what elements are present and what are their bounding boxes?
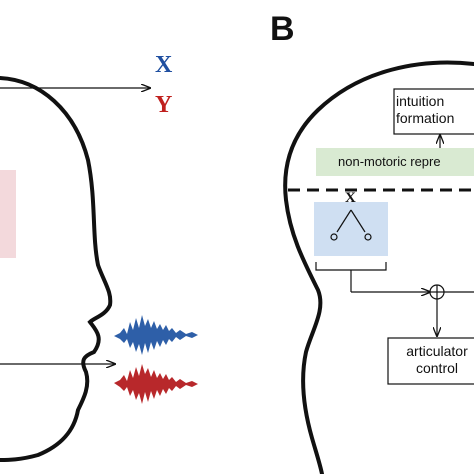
sum-junction	[429, 284, 445, 300]
intuition-line2: formation	[396, 110, 455, 126]
articulatory-line1: articulator	[406, 343, 468, 359]
tree-bracket	[315, 262, 387, 292]
pink-region-box	[0, 170, 16, 258]
tree-root-label: X	[345, 190, 356, 206]
head-silhouette-b	[283, 60, 474, 474]
articulatory-box-text: articulator control	[392, 343, 474, 377]
intuition-formation-box	[393, 88, 474, 135]
x-label: X	[155, 52, 173, 78]
non-motoric-band	[316, 148, 474, 176]
intuition-box-text: intuition formation	[396, 93, 474, 127]
articulatory-control-box	[387, 337, 474, 385]
panel-b-label: B	[270, 10, 295, 48]
articulatory-line2: control	[415, 360, 459, 376]
waveform-blue	[114, 315, 198, 355]
non-motoric-label: non-motoric repre	[338, 154, 441, 169]
waveform-red	[114, 364, 198, 404]
head-silhouette-a	[0, 76, 113, 462]
intuition-line1: intuition	[396, 93, 445, 109]
tree-diagram	[330, 209, 372, 241]
y-label: Y	[155, 92, 173, 118]
